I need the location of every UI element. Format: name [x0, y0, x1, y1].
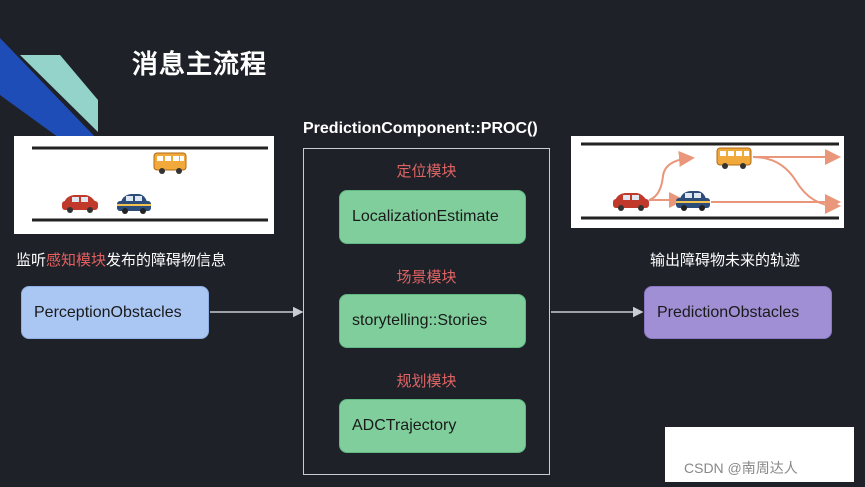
output-caption: 输出障碍物未来的轨迹: [650, 251, 801, 269]
storytelling-node: storytelling::Stories: [339, 294, 526, 348]
page-title: 消息主流程: [132, 50, 268, 80]
input-caption-highlight: 感知模块: [46, 251, 107, 269]
car-icon: [676, 191, 710, 211]
input-caption: 监听感知模块发布的障碍物信息: [16, 251, 227, 269]
module-label-storytelling: 场景模块: [396, 268, 457, 286]
car-icon: [613, 193, 649, 211]
corner-decoration: [0, 38, 98, 140]
component-title: PredictionComponent::PROC(): [303, 120, 538, 137]
component-container: [303, 148, 550, 475]
localization-node: LocalizationEstimate: [339, 190, 526, 244]
car-icon: [62, 195, 98, 213]
bus-icon: [153, 152, 187, 174]
module-label-localization: 定位模块: [396, 162, 457, 180]
perception-scene: [14, 136, 274, 234]
trajectory-arrow-icon: [648, 149, 841, 214]
bus-icon: [716, 147, 752, 169]
prediction-scene: [571, 136, 844, 228]
planning-node: ADCTrajectory: [339, 399, 526, 453]
module-label-planning: 规划模块: [396, 372, 457, 390]
prediction-obstacles-node: PredictionObstacles: [644, 286, 832, 339]
watermark: CSDN @南周达人: [684, 460, 798, 476]
perception-obstacles-node: PerceptionObstacles: [21, 286, 209, 339]
car-icon: [117, 194, 151, 214]
watermark-box: [665, 427, 854, 482]
